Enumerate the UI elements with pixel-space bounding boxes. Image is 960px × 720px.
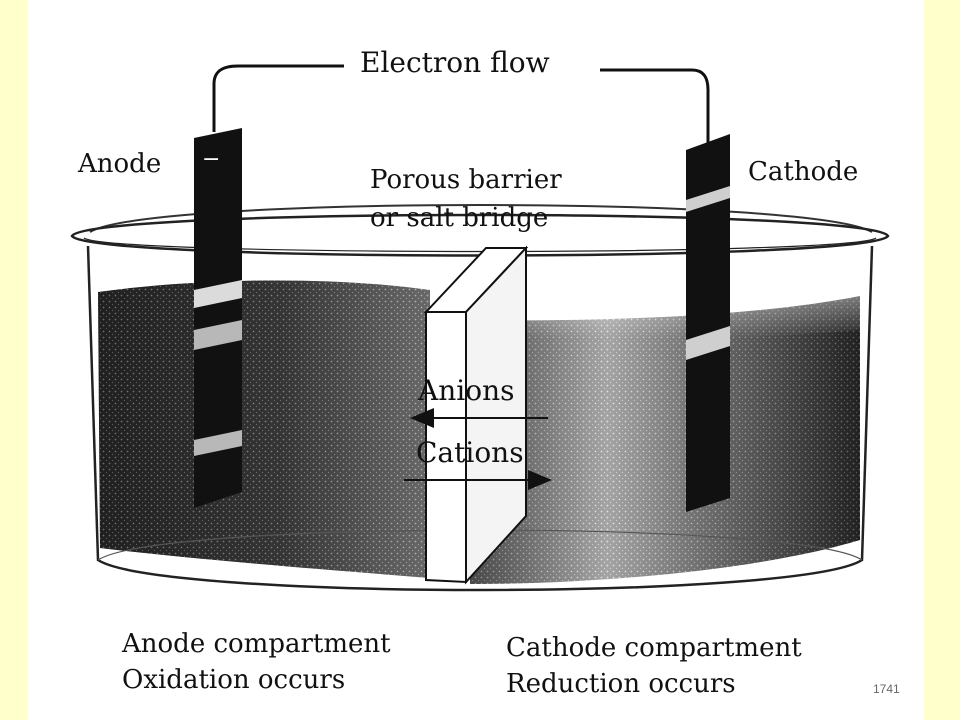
porous-barrier <box>423 245 529 585</box>
external-wire <box>212 64 710 148</box>
electron-flow-label: Electron flow <box>360 46 550 79</box>
anode-sign: − <box>202 147 220 172</box>
beaker <box>70 204 890 592</box>
cathode-sign: + <box>706 157 728 187</box>
slide-number: 1741 <box>873 682 900 696</box>
cathode-electrode <box>686 134 730 512</box>
barrier-label-line2: or salt bridge <box>370 203 548 233</box>
oxidation-label: Oxidation occurs <box>122 665 345 695</box>
cathode-label: Cathode <box>748 157 858 187</box>
anode-electrode <box>194 128 242 508</box>
barrier-label-line1: Porous barrier <box>370 165 562 195</box>
cations-label: Cations <box>416 436 524 469</box>
reduction-label: Reduction occurs <box>506 669 736 699</box>
cathode-compartment-label: Cathode compartment <box>506 633 802 663</box>
anode-label: Anode <box>77 149 161 179</box>
anode-compartment-label: Anode compartment <box>121 629 391 659</box>
anions-label: Anions <box>417 374 514 407</box>
